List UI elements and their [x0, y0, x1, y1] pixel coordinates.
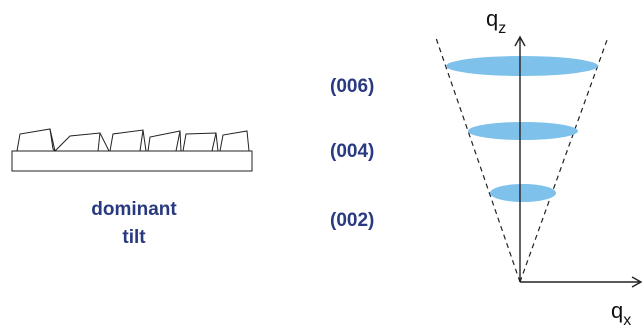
crystallite-edge — [211, 132, 217, 152]
reflection-ellipse-002 — [490, 184, 556, 202]
reflection-ellipse-004 — [468, 122, 578, 140]
qx-symbol: q — [611, 298, 623, 323]
reflection-ellipse-006 — [446, 56, 598, 76]
caption-line-1: dominant — [91, 199, 177, 220]
reflection-label-006: (006) — [330, 76, 374, 97]
tilted-film-sketch — [11, 128, 253, 172]
qz-symbol: q — [486, 6, 498, 31]
qz-arrowhead — [514, 35, 526, 47]
cone-left-edge — [435, 37, 521, 283]
qz-subscript: z — [498, 20, 506, 37]
crystallite-edge — [49, 128, 56, 152]
crystallite-edge — [97, 132, 101, 152]
reflection-label-002: (002) — [330, 210, 374, 231]
qx-arrowhead — [631, 276, 643, 288]
reflection-label-004: (004) — [330, 141, 374, 162]
crystallite-edge — [139, 129, 144, 152]
substrate — [11, 150, 253, 172]
caption-line-2: tilt — [122, 227, 146, 248]
qx-subscript: x — [623, 312, 631, 329]
qz-label: qz — [486, 6, 506, 37]
crystallite-edge — [175, 130, 181, 152]
qx-label: qx — [611, 298, 631, 329]
cone-right-edge — [519, 39, 608, 283]
